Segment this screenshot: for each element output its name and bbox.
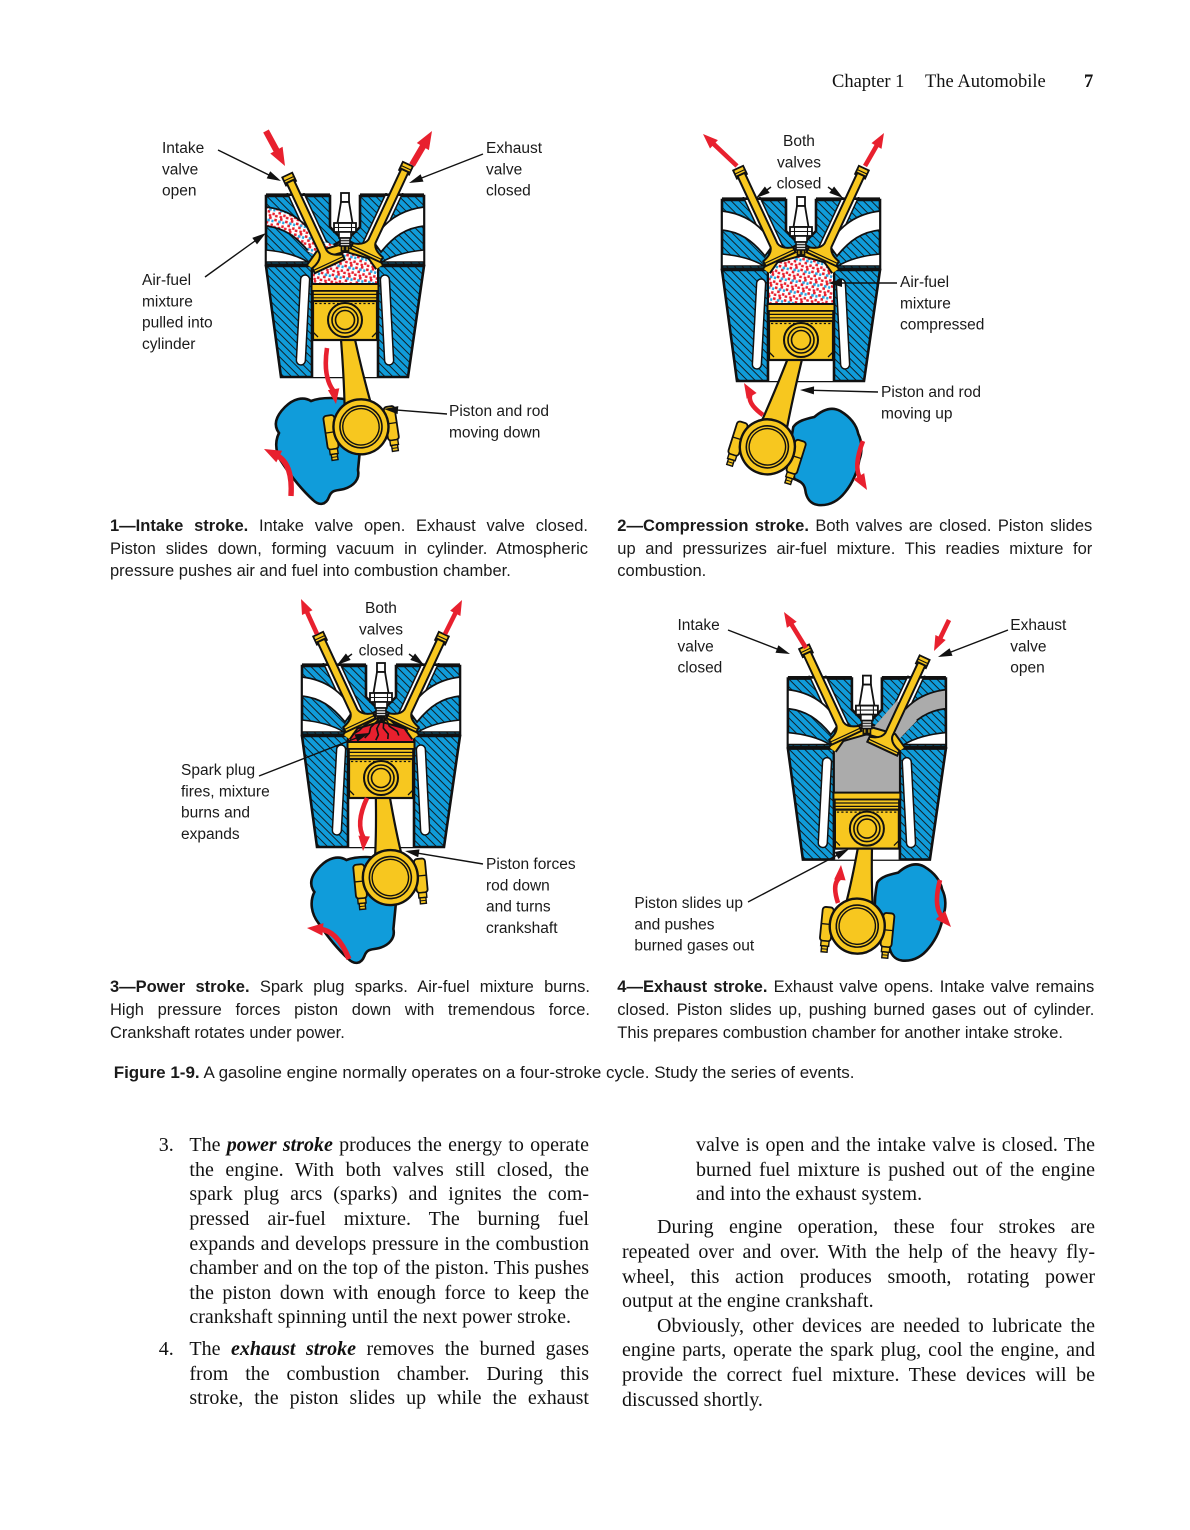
- svg-text:Exhaustvalveopen: Exhaustvalveopen: [1010, 617, 1067, 677]
- svg-text:Air-fuelmixturepulled intocyli: Air-fuelmixturepulled intocylinder: [142, 272, 213, 353]
- svg-text:Piston forcesrod downand turns: Piston forcesrod downand turnscrankshaft: [486, 856, 576, 937]
- svg-text:Bothvalvesclosed: Bothvalvesclosed: [777, 133, 822, 193]
- svg-text:Exhaustvalveclosed: Exhaustvalveclosed: [486, 140, 543, 200]
- svg-text:Bothvalvesclosed: Bothvalvesclosed: [359, 600, 404, 660]
- svg-text:Intakevalveopen: Intakevalveopen: [162, 140, 204, 200]
- svg-text:Piston slides upand pushesburn: Piston slides upand pushesburned gases o…: [634, 895, 754, 955]
- svg-text:Intakevalveclosed: Intakevalveclosed: [678, 617, 723, 677]
- svg-text:Spark plugfires, mixtureburns: Spark plugfires, mixtureburns andexpands: [181, 762, 270, 843]
- svg-text:Piston and rodmoving down: Piston and rodmoving down: [449, 403, 549, 441]
- svg-text:Air-fuelmixturecompressed: Air-fuelmixturecompressed: [900, 274, 984, 334]
- svg-text:Piston and rodmoving up: Piston and rodmoving up: [881, 384, 981, 422]
